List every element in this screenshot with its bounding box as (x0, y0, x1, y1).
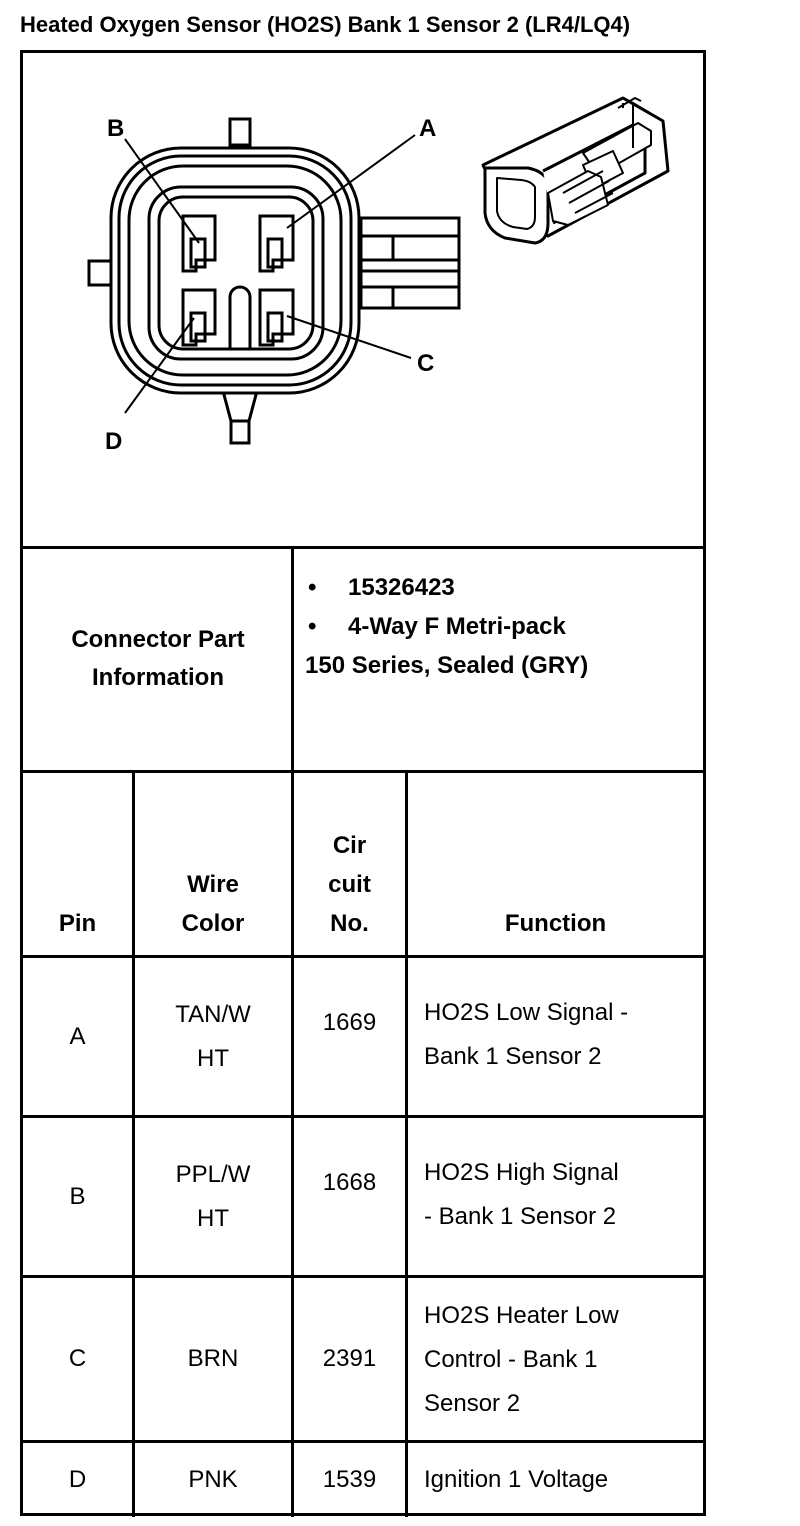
part-number: 15326423 (348, 574, 455, 601)
function-line1: Ignition 1 Voltage (424, 1466, 609, 1493)
table-row-circuit: 2391 (294, 1278, 405, 1440)
function-line2: Control - Bank 1 (424, 1346, 598, 1373)
connector-sheet: B A C D (20, 50, 706, 1517)
function-line1: HO2S Low Signal - (424, 999, 629, 1026)
divider-row-b (23, 1115, 703, 1118)
divider-connector-info-col (291, 548, 294, 770)
table-row-wire-color: PNK (135, 1443, 291, 1517)
divider-table-header (23, 770, 703, 773)
divider-col-pin (132, 772, 135, 1517)
table-row-pin: C (23, 1278, 132, 1440)
wire-color-line1: PNK (188, 1466, 238, 1493)
table-row-pin: B (23, 1118, 132, 1275)
table-row-circuit: 1539 (294, 1443, 405, 1517)
divider-col-circuit (405, 772, 408, 1517)
header-function: Function (408, 772, 703, 955)
connector-type-item: • 4-Way F Metri-pack (305, 607, 705, 646)
pin-label-d: D (105, 428, 122, 455)
table-row-pin: D (23, 1443, 132, 1517)
wire-color-line1: PPL/W (175, 1160, 251, 1188)
connector-type: 4-Way F Metri-pack (348, 613, 566, 640)
connector-face-drawing: B A C D (87, 96, 670, 455)
pin-label-c: C (417, 350, 434, 377)
pin-label-a: A (419, 115, 436, 142)
circuit-number: 1668 (322, 1169, 377, 1196)
table-row-wire-color: TAN/W HT (135, 958, 291, 1115)
header-circuit-line3: No. (330, 910, 369, 937)
divider-row-a (23, 955, 703, 958)
circuit-number: 1669 (322, 1009, 377, 1036)
table-row-function: Ignition 1 Voltage (408, 1443, 703, 1517)
header-wire-color-line2: Color (181, 910, 245, 937)
function-line2: Bank 1 Sensor 2 (424, 1043, 602, 1070)
connector-part-info-label-line2: Information (91, 664, 224, 691)
connector-part-info-label-line1: Connector Part (71, 626, 245, 653)
wire-color-line1: BRN (187, 1345, 239, 1372)
pin-label-b: B (107, 115, 124, 142)
pin-id: B (69, 1182, 86, 1210)
table-row-circuit: 1668 (294, 1118, 405, 1248)
table-row-function: HO2S Low Signal - Bank 1 Sensor 2 (408, 958, 703, 1115)
function-line1: HO2S High Signal (424, 1159, 619, 1186)
pin-id: A (69, 1022, 86, 1050)
circuit-number: 1539 (322, 1466, 377, 1493)
function-line1: HO2S Heater Low (424, 1302, 619, 1329)
page-title: Heated Oxygen Sensor (HO2S) Bank 1 Senso… (20, 12, 631, 37)
table-row-wire-color: BRN (135, 1278, 291, 1440)
circuit-number: 2391 (322, 1345, 377, 1372)
header-circuit-line1: Cir (332, 832, 367, 859)
table-row-pin: A (23, 958, 132, 1115)
pin-id: C (68, 1345, 87, 1372)
divider-row-d (23, 1440, 703, 1443)
header-circuit-no: Cir cuit No. (294, 772, 405, 955)
divider-col-wire (291, 772, 294, 1517)
divider-connector-info (23, 546, 703, 549)
connector-series: 150 Series, Sealed (GRY) (305, 652, 589, 679)
wire-color-line1: TAN/W (175, 1000, 251, 1028)
function-line2: - Bank 1 Sensor 2 (424, 1203, 617, 1230)
header-pin-text: Pin (58, 910, 97, 937)
table-row-circuit: 1669 (294, 958, 405, 1088)
pin-id: D (68, 1466, 87, 1493)
table-row-function: HO2S High Signal - Bank 1 Sensor 2 (408, 1118, 703, 1275)
wire-color-line2: HT (196, 1044, 229, 1072)
header-wire-color-line1: Wire (187, 871, 239, 898)
table-row-wire-color: PPL/W HT (135, 1118, 291, 1275)
wire-color-line2: HT (197, 1204, 229, 1232)
header-circuit-line2: cuit (328, 871, 371, 898)
part-number-item: • 15326423 (305, 568, 705, 607)
header-wire-color: Wire Color (135, 772, 291, 955)
bullet-icon: • (308, 613, 317, 640)
divider-row-c (23, 1275, 703, 1278)
connector-part-info-values: • 15326423 • 4-Way F Metri-pack 150 Seri… (305, 568, 705, 685)
bullet-icon: • (308, 574, 317, 601)
connector-diagram: B A C D (23, 53, 703, 548)
table-row-function: HO2S Heater Low Control - Bank 1 Sensor … (408, 1278, 703, 1440)
function-line3: Sensor 2 (424, 1390, 521, 1417)
connector-part-info-label: Connector Part Information (23, 548, 293, 770)
header-pin: Pin (23, 772, 132, 955)
header-function-text: Function (504, 910, 607, 937)
connector-3d-view (481, 96, 670, 245)
